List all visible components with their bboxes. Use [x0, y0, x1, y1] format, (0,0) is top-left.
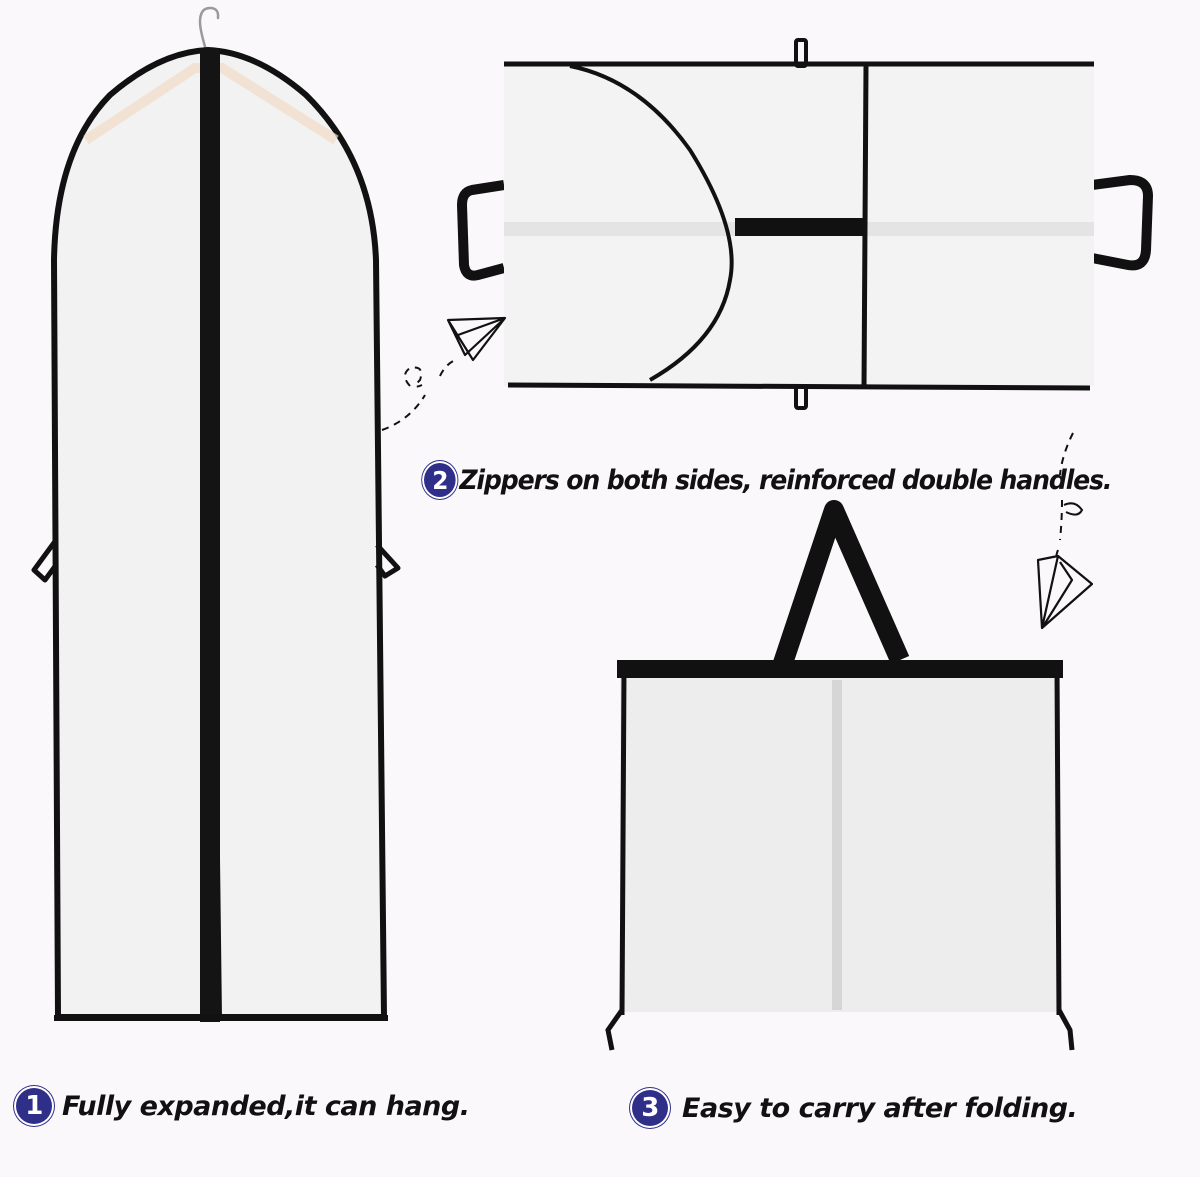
caption-step-3: 3 Easy to carry after folding. [632, 1090, 1078, 1126]
step-number-badge: 1 [16, 1088, 52, 1124]
caption-text: Fully expanded,it can hang. [62, 1090, 470, 1122]
caption-step-1: 1 Fully expanded,it can hang. [16, 1088, 470, 1124]
caption-text: Easy to carry after folding. [682, 1092, 1078, 1124]
caption-text: Zippers on both sides, reinforced double… [459, 464, 1112, 496]
caption-step-2: 2 Zippers on both sides, reinforced doub… [424, 463, 1112, 497]
step-number-badge: 3 [632, 1090, 668, 1126]
step-number-badge: 2 [424, 463, 456, 497]
